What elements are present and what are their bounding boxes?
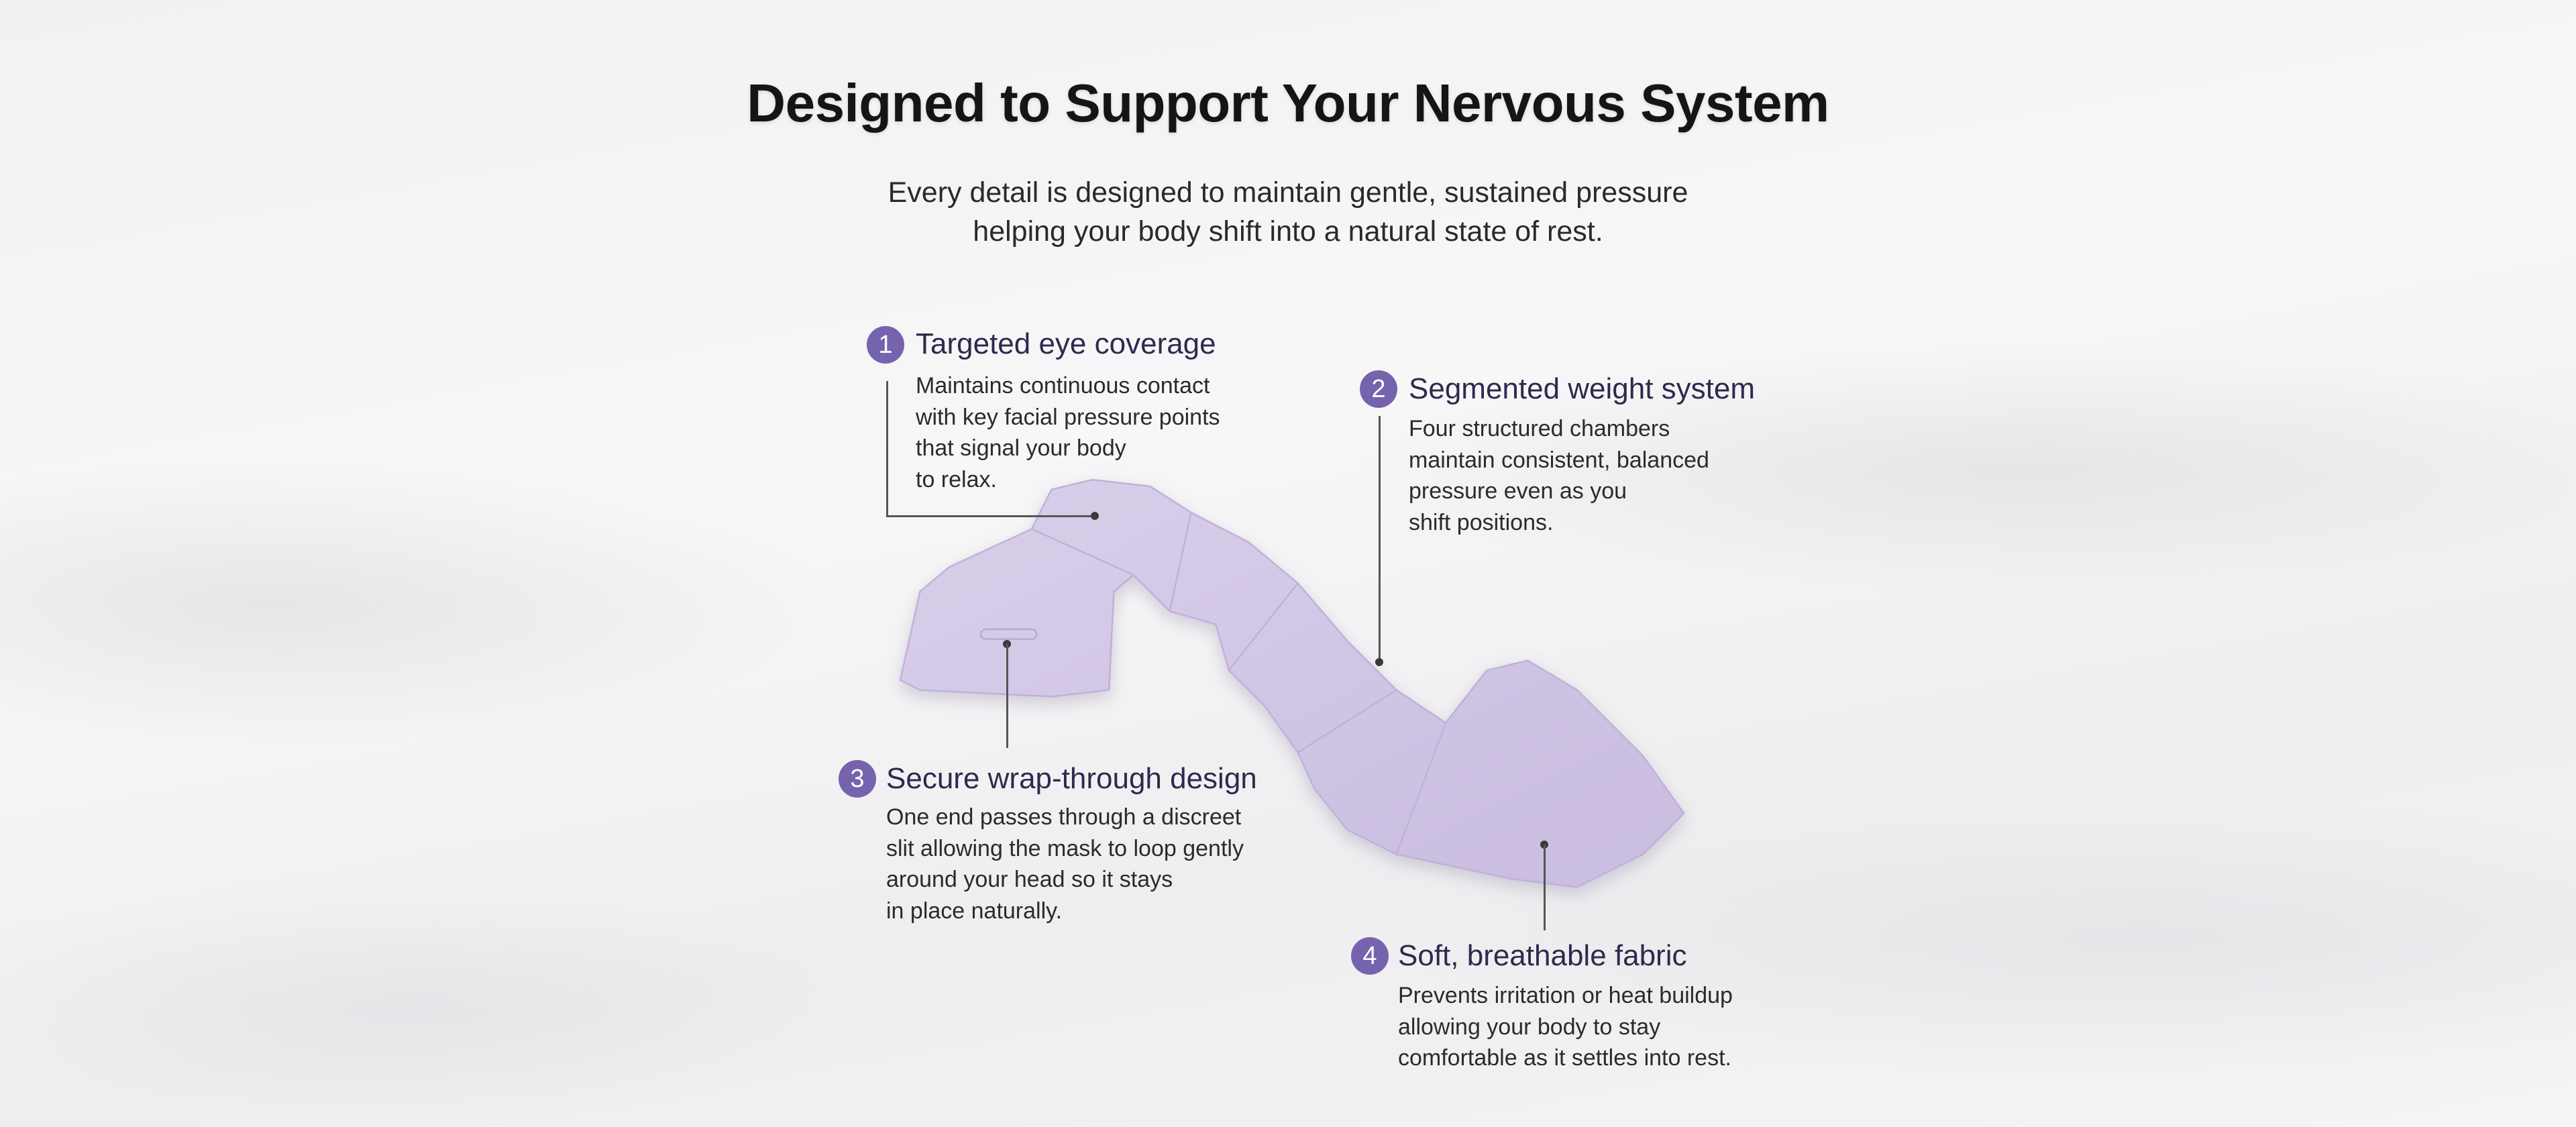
callout-1-dot bbox=[1091, 512, 1099, 520]
subtitle-line: helping your body shift into a natural s… bbox=[973, 215, 1603, 248]
callout-4-body: Prevents irritation or heat buildup allo… bbox=[1398, 983, 1733, 1071]
callout-4-leader-line bbox=[1544, 845, 1546, 930]
callout-2-body: Four structured chambers maintain consis… bbox=[1409, 416, 1709, 535]
page-subtitle: Every detail is designed to maintain gen… bbox=[0, 173, 2576, 251]
callout-3-badge: 3 bbox=[839, 760, 876, 798]
callout-1-leader-line bbox=[886, 381, 888, 517]
page-title: Designed to Support Your Nervous System bbox=[747, 73, 1829, 133]
callout-2-leader-line bbox=[1379, 416, 1381, 662]
callout-1-leader-line bbox=[886, 515, 1095, 517]
callout-1-title: Targeted eye coverage bbox=[916, 327, 1216, 360]
callout-4-badge: 4 bbox=[1351, 937, 1389, 975]
callout-2-badge: 2 bbox=[1360, 370, 1397, 408]
callout-1-body: Maintains continuous contact with key fa… bbox=[916, 373, 1220, 492]
subtitle-line: Every detail is designed to maintain gen… bbox=[888, 176, 1688, 209]
callout-3-leader-line bbox=[1006, 644, 1008, 748]
callout-3-body: One end passes through a discreet slit a… bbox=[886, 804, 1244, 924]
callout-1-badge: 1 bbox=[867, 326, 904, 364]
callout-4-title: Soft, breathable fabric bbox=[1398, 939, 1687, 972]
callout-3-title: Secure wrap-through design bbox=[886, 762, 1257, 795]
callout-2-title: Segmented weight system bbox=[1409, 372, 1756, 405]
callout-2-dot bbox=[1375, 658, 1383, 666]
